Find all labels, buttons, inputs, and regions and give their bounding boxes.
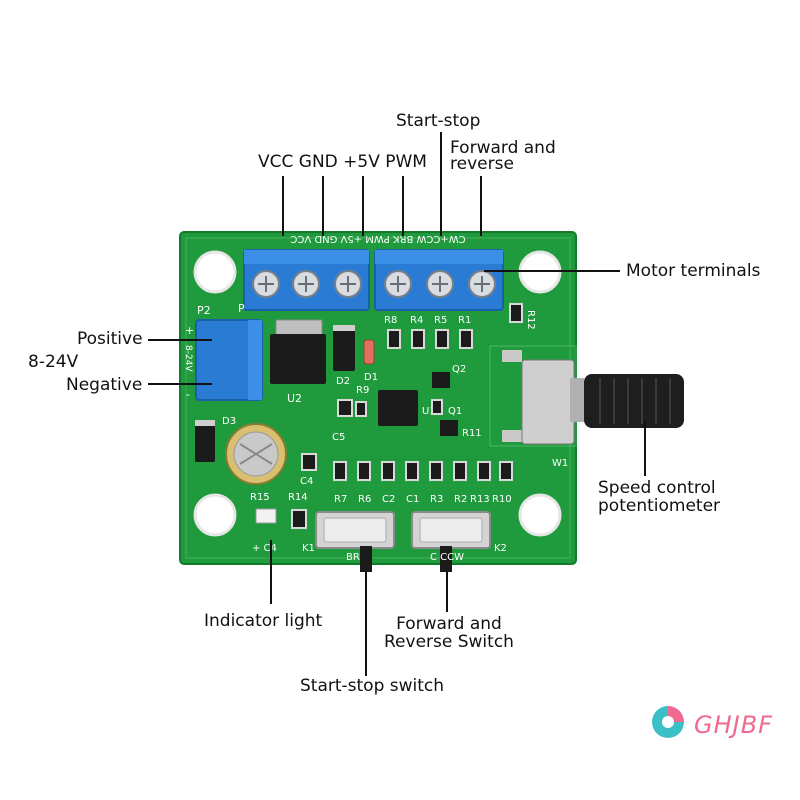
smd-component bbox=[453, 461, 467, 481]
silk-r8: R8 bbox=[384, 315, 397, 326]
silk-r13: R13 bbox=[470, 494, 490, 505]
silk-r4: R4 bbox=[410, 315, 423, 326]
silk-r14: R14 bbox=[288, 492, 308, 503]
diode-d3 bbox=[195, 420, 215, 462]
silk-u2: U2 bbox=[287, 392, 302, 405]
callout-voltage: 8-24V bbox=[28, 352, 79, 372]
smd-component bbox=[381, 461, 395, 481]
silk-d3: D3 bbox=[222, 416, 236, 427]
smd-component bbox=[499, 461, 513, 481]
silk-c1: C1 bbox=[406, 494, 419, 505]
silk-r5: R5 bbox=[434, 315, 447, 326]
smd-component bbox=[405, 461, 419, 481]
switch-k2 bbox=[411, 511, 491, 572]
transistor-q2 bbox=[432, 372, 450, 388]
smd-component bbox=[477, 461, 491, 481]
smd-component bbox=[509, 303, 523, 323]
led-indicator bbox=[255, 508, 277, 524]
silk-r6: R6 bbox=[358, 494, 371, 505]
smd-component bbox=[435, 329, 449, 349]
silk-c2: C2 bbox=[382, 494, 395, 505]
callout-negative: Negative bbox=[66, 375, 143, 395]
header-silk-text: CW+CCW BRK PWM +5V GND VCC bbox=[290, 233, 465, 244]
silk-q1: Q1 bbox=[448, 406, 462, 417]
mounting-hole bbox=[193, 250, 237, 294]
callout-start-stop-switch: Start-stop switch bbox=[300, 676, 445, 696]
terminal-screw bbox=[384, 270, 412, 298]
silk-r3: R3 bbox=[430, 494, 443, 505]
smd-component bbox=[333, 461, 347, 481]
silk-r12: R12 bbox=[525, 310, 536, 330]
silk-p: P bbox=[238, 302, 245, 315]
callout-motor-terminals: Motor terminals bbox=[626, 261, 761, 281]
silk-ccw: C CCW bbox=[430, 552, 464, 563]
terminal-block-input bbox=[195, 319, 263, 401]
watermark-text: GHJBF bbox=[694, 711, 773, 739]
terminal-screw bbox=[334, 270, 362, 298]
ic-u1 bbox=[378, 390, 418, 426]
silk-w1: W1 bbox=[552, 458, 568, 469]
smd-component bbox=[357, 461, 371, 481]
smd-component bbox=[431, 399, 443, 415]
callout-fr-switch-text: Forward and Reverse Switch bbox=[384, 614, 514, 652]
regulator-u2 bbox=[270, 319, 326, 384]
silk-led-mark: + C4 bbox=[252, 543, 277, 554]
smd-component bbox=[387, 329, 401, 349]
smd-component bbox=[337, 399, 353, 417]
silk-q2: Q2 bbox=[452, 364, 466, 375]
diode-d1 bbox=[363, 339, 375, 365]
silk-minus: - bbox=[186, 388, 190, 401]
silk-r11: R11 bbox=[462, 428, 482, 439]
callout-top-pins: VCC GND +5V PWM bbox=[258, 152, 427, 172]
silk-r7: R7 bbox=[334, 494, 347, 505]
silk-brk: BR bbox=[346, 552, 360, 563]
silk-d2: D2 bbox=[336, 376, 350, 387]
terminal-screw bbox=[426, 270, 454, 298]
silk-plus: + bbox=[185, 324, 194, 337]
terminal-screw bbox=[292, 270, 320, 298]
electrolytic-capacitor bbox=[225, 423, 287, 485]
callout-speed-control: Speed control potentiometer bbox=[598, 479, 720, 515]
watermark: GHJBF bbox=[652, 705, 792, 745]
silk-r2: R2 bbox=[454, 494, 467, 505]
terminal-screw bbox=[468, 270, 496, 298]
silk-d1: D1 bbox=[364, 372, 378, 383]
silk-r1: R1 bbox=[458, 315, 471, 326]
callout-speed-control-text: Speed control potentiometer bbox=[598, 478, 721, 516]
smd-component bbox=[355, 401, 367, 417]
silk-r15: R15 bbox=[250, 492, 270, 503]
silk-u1: U1 bbox=[422, 406, 436, 417]
smd-component bbox=[429, 461, 443, 481]
silk-k1: K1 bbox=[302, 543, 315, 554]
silk-k2: K2 bbox=[494, 543, 507, 554]
callout-indicator-light: Indicator light bbox=[204, 611, 323, 631]
switch-k1 bbox=[315, 511, 395, 572]
mounting-hole bbox=[518, 493, 562, 537]
callout-forward-reverse-text: Forward and reverse bbox=[450, 138, 556, 174]
smd-component bbox=[459, 329, 473, 349]
silk-c5: C5 bbox=[332, 432, 345, 443]
silk-p2: P2 bbox=[197, 304, 211, 317]
watermark-logo bbox=[652, 706, 684, 738]
smd-component bbox=[301, 453, 317, 471]
silk-r10: R10 bbox=[492, 494, 512, 505]
silk-r9: R9 bbox=[356, 385, 369, 396]
callout-positive: Positive bbox=[77, 329, 143, 349]
potentiometer-w1 bbox=[489, 345, 684, 447]
diode-d2 bbox=[333, 325, 355, 371]
callout-fr-switch: Forward and Reverse Switch bbox=[384, 615, 514, 651]
mounting-hole bbox=[193, 493, 237, 537]
silk-c4: C4 bbox=[300, 476, 313, 487]
callout-forward-reverse: Forward and reverse bbox=[450, 138, 556, 174]
smd-component bbox=[411, 329, 425, 349]
transistor-q1 bbox=[440, 420, 458, 436]
smd-component bbox=[291, 509, 307, 529]
callout-start-stop: Start-stop bbox=[396, 111, 481, 131]
silk-vin: 8-24V bbox=[183, 345, 193, 372]
terminal-screw bbox=[252, 270, 280, 298]
callout-lines bbox=[148, 132, 646, 676]
